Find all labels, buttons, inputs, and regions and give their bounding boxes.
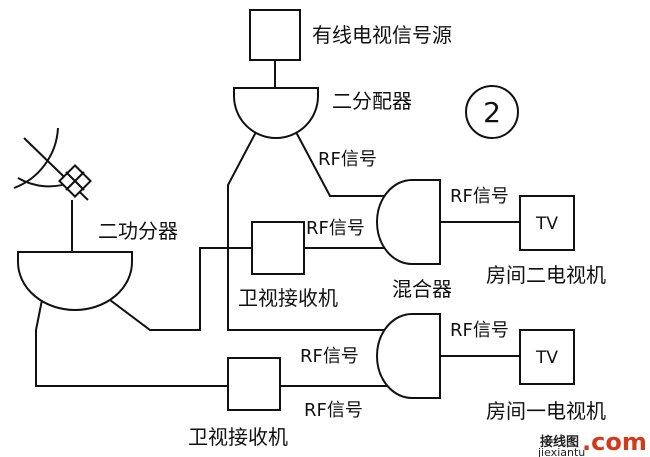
rf-label-splitter-out: RF信号 — [318, 149, 377, 170]
watermark-domain: .com — [582, 428, 647, 456]
rf-label-mixer-upper-out: RF信号 — [450, 186, 509, 207]
rf-label-receiver-1: RF信号 — [306, 218, 365, 239]
rf-label-mixer-lower-in: RF信号 — [300, 346, 359, 367]
tv-room1 — [519, 329, 575, 385]
tv-room2-label: TV — [535, 214, 558, 234]
satellite-receiver-1 — [251, 221, 305, 275]
diagram-number: 2 — [483, 96, 501, 129]
satellite-receiver-2 — [227, 357, 281, 411]
satellite-receiver-2-label: 卫视接收机 — [188, 425, 288, 449]
wiring — [35, 60, 520, 387]
wire-power-splitter-to-receiver-1 — [109, 247, 252, 331]
satellite-receiver-1-label: 卫视接收机 — [238, 286, 338, 310]
rf-label-receiver-2: RF信号 — [304, 400, 363, 421]
watermark-sub: jiexiantu — [537, 446, 585, 457]
diagram-number-circle — [465, 85, 519, 139]
satellite-dish-icon — [13, 127, 92, 201]
watermark-brand: 接线图 — [540, 434, 579, 450]
wire-splitter-to-mixer-2 — [295, 131, 400, 197]
tv-room2 — [519, 195, 575, 251]
rf-label-mixer-lower-out: RF信号 — [450, 320, 509, 341]
mixer-lower — [376, 313, 441, 399]
room2-tv-label: 房间二电视机 — [486, 263, 606, 287]
power-splitter — [17, 251, 133, 311]
mixer-upper — [376, 179, 441, 265]
wire-power-splitter-to-receiver-2 — [35, 299, 228, 387]
mixer-upper-label: 混合器 — [392, 277, 452, 301]
two-way-splitter-label: 二分配器 — [332, 89, 412, 113]
power-splitter-label: 二功分器 — [98, 219, 178, 243]
room1-tv-label: 房间一电视机 — [486, 399, 606, 423]
cable-tv-source-label: 有线电视信号源 — [312, 23, 452, 47]
cable-tv-source-box — [249, 9, 301, 61]
wire-splitter-to-mixer-1 — [227, 131, 400, 331]
two-way-splitter — [233, 87, 319, 139]
tv-room1-label: TV — [535, 348, 558, 368]
watermark-logo: 接线图 .com jiexiantu — [537, 428, 647, 457]
